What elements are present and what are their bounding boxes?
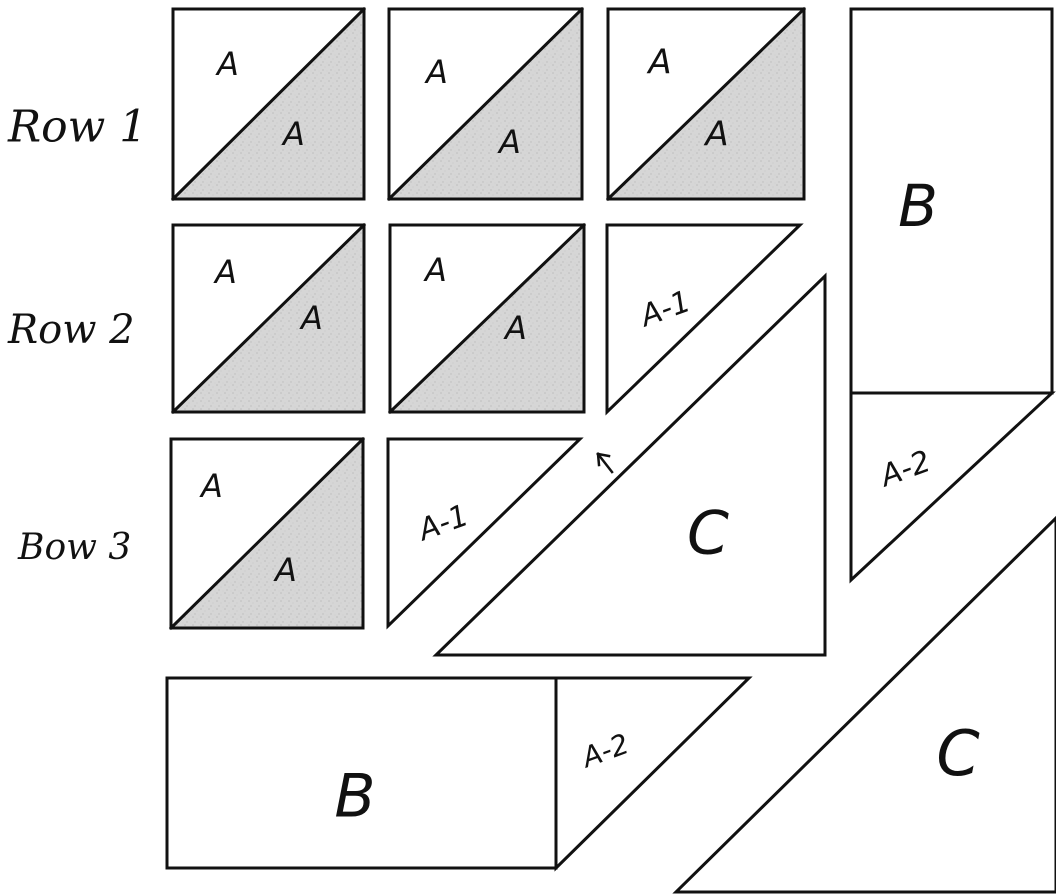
bottom-right-triangle-c: C [672,515,1056,894]
tile-r2c1-upper-label: A [213,253,237,291]
tile-r1c1: A A [170,6,367,202]
row-1-label: Row 1 [7,102,147,153]
big-triangle-c: C [432,272,827,657]
right-triangle-a2: A-2 [849,391,1056,584]
tile-r1c1-upper-label: A [215,45,239,83]
right-rectangle-b-label: B [898,172,938,240]
bottom-rectangle-b-label: B [334,762,375,832]
right-rectangle-b: B [849,7,1054,395]
tile-r1c2-upper-label: A [424,53,448,91]
tile-r1c3: A A [605,6,807,202]
tile-r1c3-upper-label: A [646,43,671,83]
row-3-label: Bow 3 [17,527,131,568]
bottom-rectangle-b: B [165,676,558,870]
big-triangle-c-label: C [687,499,729,569]
tile-r3c1: A A [168,436,366,631]
tile-r1c3-lower-label: A [703,115,728,155]
tile-r3c1-lower-label: A [273,551,297,589]
tile-r2c1: A A [170,222,367,415]
triangle-r3c2: A-1 [386,437,584,630]
row-2-label: Row 2 [7,307,135,353]
tile-r2c2: A A [387,222,587,415]
tile-r3c1-upper-label: A [199,467,223,505]
bottom-right-triangle-c-label: C [936,717,980,790]
tile-r1c2-lower-label: A [497,123,521,161]
bottom-triangle-a2: A-2 [554,676,753,872]
tile-r2c2-upper-label: A [423,251,447,289]
tile-r2c2-lower-label: A [503,309,527,347]
tile-r1c2: A A [386,6,585,202]
tile-r2c1-lower-label: A [299,299,323,337]
tile-r1c1-lower-label: A [281,115,305,153]
triangle-r2c3: A-1 [605,223,804,416]
